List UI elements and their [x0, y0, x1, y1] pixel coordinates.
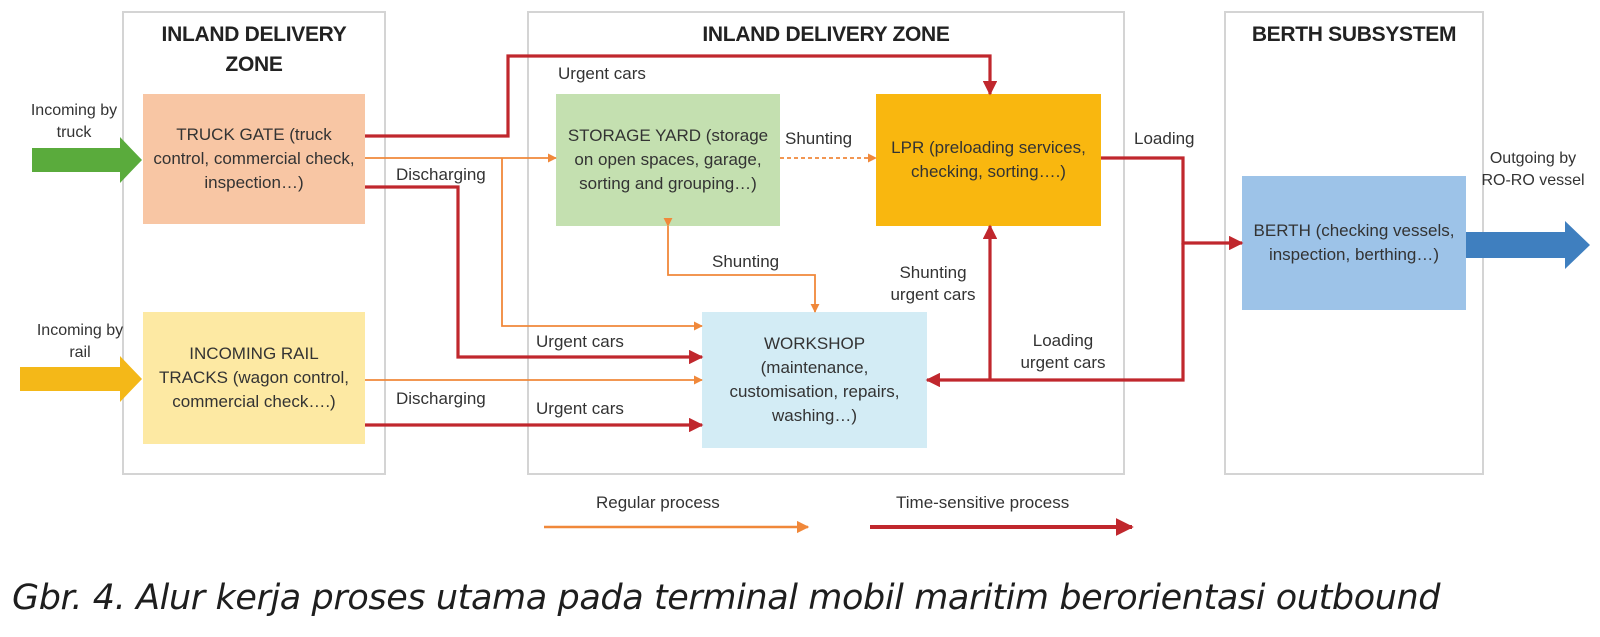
workshop-shape — [702, 312, 927, 448]
label-loading: Loading — [1134, 129, 1195, 148]
truck-gate-node: TRUCK GATE (truck control, commercial ch… — [153, 125, 355, 192]
label-urgent-cars-mid: Urgent cars — [536, 332, 624, 351]
vessel-output-arrow — [1466, 221, 1590, 269]
flow-loading-lpr-to-berth — [1101, 156, 1244, 251]
rail-tracks-node: INCOMING RAIL TRACKS (wagon control, com… — [159, 344, 349, 411]
label-outgoing-vessel: Outgoing by RO-RO vessel — [1481, 150, 1585, 189]
flow-shunting-yard-workshop — [663, 217, 820, 313]
label-urgent-cars-bottom: Urgent cars — [536, 399, 624, 418]
lpr-shape — [876, 94, 1101, 226]
rail-input-arrow — [20, 356, 142, 402]
zone-title-berth: BERTH SUBSYSTEM — [1251, 23, 1457, 46]
flow-loading-urgent-to-workshop — [925, 243, 1185, 388]
figure-caption: Gbr. 4. Alur kerja proses utama pada ter… — [12, 578, 1441, 618]
berth-node: BERTH (checking vessels, inspection, ber… — [1253, 221, 1455, 264]
label-discharging-truck: Discharging — [396, 165, 486, 184]
flow-discharging-to-workshop — [501, 158, 703, 331]
lpr-node: LPR (preloading services, checking, sort… — [891, 138, 1086, 181]
label-urgent-cars-top: Urgent cars — [558, 64, 646, 83]
process-diagram: INLAND DELIVERY ZONE INLAND DELIVERY ZON… — [20, 11, 1590, 536]
label-loading-urgent-cars: Loading urgent cars — [1020, 331, 1106, 372]
truck-gate-shape — [143, 94, 365, 224]
rail-tracks-shape — [143, 312, 365, 444]
truck-input-arrow — [32, 137, 142, 183]
diagram-canvas — [20, 11, 1590, 536]
zone-title-inland-left: INLAND DELIVERY ZONE — [161, 23, 347, 76]
zone-frame-inland-center — [527, 11, 1125, 475]
workshop-node: WORKSHOP (maintenance, customisation, re… — [729, 334, 900, 425]
legend-urgent-label: Time-sensitive process — [896, 493, 1070, 512]
label-incoming-truck: Incoming by truck — [30, 102, 118, 141]
label-shunting-urgent-cars: Shunting urgent cars — [890, 263, 976, 304]
flow-urgent-truck-to-workshop — [365, 185, 704, 365]
legend-regular-label: Regular process — [596, 493, 720, 512]
label-shunting-yard-workshop: Shunting — [712, 252, 780, 271]
label-incoming-rail: Incoming by rail — [36, 322, 124, 361]
berth-shape — [1242, 176, 1466, 310]
label-discharging-rail: Discharging — [396, 389, 486, 408]
storage-yard-shape — [556, 94, 780, 226]
label-shunting-yard-lpr: Shunting — [785, 129, 853, 148]
zone-title-inland-center: INLAND DELIVERY ZONE — [702, 23, 950, 46]
flow-urgent-truck-to-lpr — [365, 54, 998, 138]
zone-frame-inland-left — [122, 11, 386, 475]
storage-yard-node: STORAGE YARD (storage on open spaces, ga… — [567, 126, 769, 193]
